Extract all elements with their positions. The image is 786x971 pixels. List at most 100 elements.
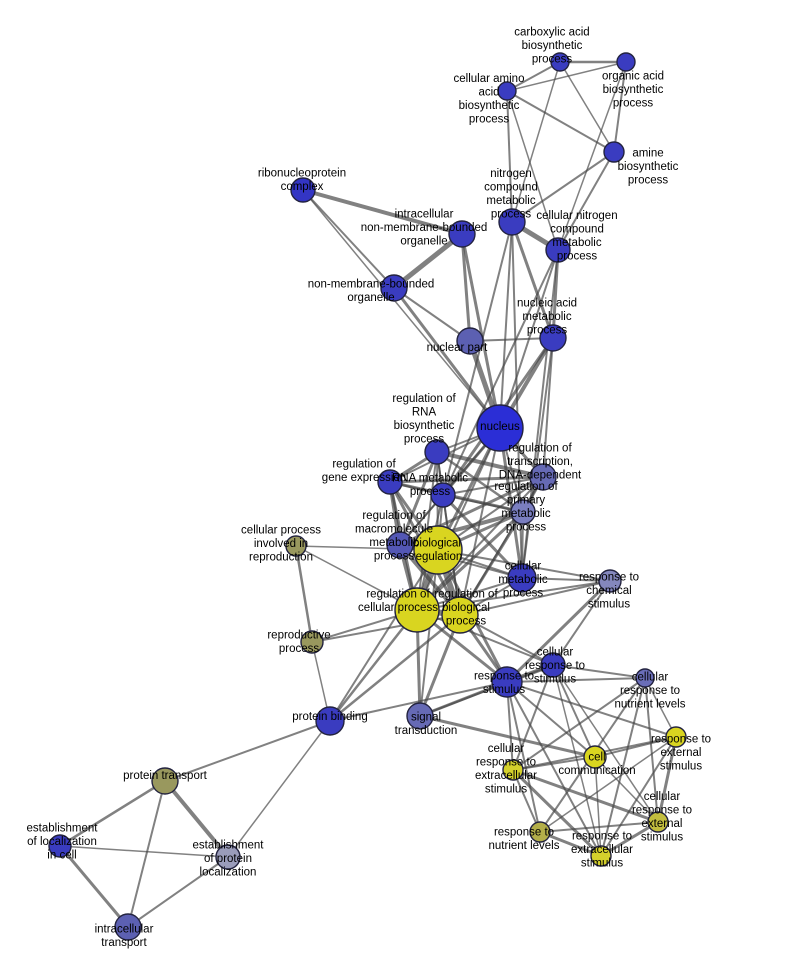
- node-response-to-extracellular-stimulus[interactable]: [590, 845, 612, 867]
- edge-cellular-response-to-extracellular-stimulus--response-to-nutrient-levels: [512, 769, 541, 833]
- edge-regulation-of-biological-process--protein-binding: [328, 613, 462, 723]
- edge-ribonucleoprotein-complex--non-membrane-bounded-organelle: [302, 189, 395, 289]
- edge-ribonucleoprotein-complex--intracellular-non-membrane-bounded-organelle: [301, 188, 464, 236]
- edge-protein-transport--establishment-of-localization-in-cell: [58, 779, 167, 848]
- node-protein-binding[interactable]: [315, 706, 345, 736]
- node-regulation-of-transcription-dna-dependent[interactable]: [529, 463, 557, 491]
- edge-regulation-of-rna-biosynthetic-process--regulation-of-macromolecule-metabolic-process: [398, 450, 439, 547]
- edge-response-to-stimulus--response-to-nutrient-levels: [506, 681, 541, 833]
- node-regulation-of-gene-expression[interactable]: [377, 469, 403, 495]
- node-response-to-stimulus[interactable]: [491, 666, 523, 698]
- edge-cellular-amino-acid-biosynthetic-process--cellular-nitrogen-compound-metabolic-process: [506, 90, 559, 251]
- node-cellular-response-to-nutrient-levels[interactable]: [635, 668, 655, 688]
- edge-carboxylic-acid-biosynthetic-process--nitrogen-compound-metabolic-process: [511, 61, 561, 223]
- edge-carboxylic-acid-biosynthetic-process--amine-biosynthetic-process: [559, 61, 615, 153]
- edge-establishment-of-localization-in-cell--intracellular-transport: [58, 844, 130, 929]
- node-nitrogen-compound-metabolic-process[interactable]: [498, 208, 526, 236]
- node-cellular-nitrogen-compound-metabolic-process[interactable]: [545, 237, 571, 263]
- node-non-membrane-bounded-organelle[interactable]: [380, 274, 408, 302]
- node-carboxylic-acid-biosynthetic-process[interactable]: [550, 52, 570, 72]
- edge-cellular-response-to-external-stimulus--response-to-extracellular-stimulus: [599, 820, 660, 858]
- edge-cellular-amino-acid-biosynthetic-process--amine-biosynthetic-process: [506, 90, 615, 153]
- edge-regulation-of-transcription-dna-dependent--regulation-of-gene-expression: [388, 475, 545, 484]
- edge-nitrogen-compound-metabolic-process--nucleic-acid-metabolic-process: [510, 220, 555, 340]
- node-rna-metabolic-process[interactable]: [430, 482, 456, 508]
- edge-cellular-response-to-nutrient-levels--response-to-external-stimulus: [644, 677, 677, 738]
- node-cell-communication[interactable]: [583, 745, 607, 769]
- edge-response-to-external-stimulus--response-to-nutrient-levels: [539, 736, 677, 833]
- edge-cellular-amino-acid-biosynthetic-process--nitrogen-compound-metabolic-process: [506, 90, 513, 223]
- node-biological-regulation[interactable]: [413, 525, 463, 575]
- node-cellular-metabolic-process[interactable]: [507, 563, 537, 593]
- edge-cell-communication--response-to-extracellular-stimulus: [594, 756, 602, 857]
- edge-cellular-response-to-nutrient-levels--cellular-response-to-extracellular-stimulus: [512, 677, 646, 771]
- edge-cellular-response-to-extracellular-stimulus--response-to-extracellular-stimulus: [511, 768, 603, 858]
- node-nuclear-part[interactable]: [456, 327, 484, 355]
- edge-rna-metabolic-process--regulation-of-primary-metabolic-process: [442, 494, 524, 513]
- node-ribonucleoprotein-complex[interactable]: [290, 177, 316, 203]
- node-organic-acid-biosynthetic-process[interactable]: [616, 52, 636, 72]
- edge-response-to-stimulus--response-to-extracellular-stimulus: [506, 681, 602, 857]
- edge-amine-biosynthetic-process--cellular-nitrogen-compound-metabolic-process: [557, 151, 615, 251]
- edge-cellular-response-to-nutrient-levels--cellular-response-to-external-stimulus: [644, 677, 659, 823]
- node-cellular-response-to-external-stimulus[interactable]: [647, 811, 669, 833]
- node-intracellular-transport[interactable]: [114, 913, 142, 941]
- node-reproductive-process[interactable]: [300, 630, 324, 654]
- edge-non-membrane-bounded-organelle--nuclear-part: [393, 287, 471, 342]
- edge-cellular-response-to-stimulus--cellular-response-to-extracellular-stimulus: [512, 664, 554, 771]
- node-regulation-of-biological-process[interactable]: [441, 596, 479, 634]
- edge-cellular-nitrogen-compound-metabolic-process--rna-metabolic-process: [442, 249, 559, 496]
- edge-organic-acid-biosynthetic-process--cellular-amino-acid-biosynthetic-process: [506, 61, 627, 92]
- node-regulation-of-rna-biosynthetic-process[interactable]: [424, 439, 450, 465]
- node-amine-biosynthetic-process[interactable]: [603, 141, 625, 163]
- edge-cellular-process-involved-in-reproduction--reproductive-process: [294, 544, 314, 644]
- edge-protein-transport--establishment-of-protein-localization: [163, 779, 230, 859]
- node-establishment-of-protein-localization[interactable]: [215, 844, 241, 870]
- node-signal-transduction[interactable]: [406, 702, 434, 730]
- node-establishment-of-localization-in-cell[interactable]: [48, 834, 72, 858]
- node-cellular-amino-acid-biosynthetic-process[interactable]: [497, 81, 517, 101]
- edge-regulation-of-primary-metabolic-process--regulation-of-biological-process: [458, 510, 525, 617]
- node-regulation-of-macromolecule-metabolic-process[interactable]: [386, 531, 414, 559]
- edge-protein-binding--establishment-of-protein-localization: [227, 720, 331, 858]
- node-regulation-of-cellular-process[interactable]: [394, 587, 440, 633]
- edge-cellular-response-to-external-stimulus--response-to-nutrient-levels: [539, 821, 659, 833]
- edge-response-to-nutrient-levels--response-to-extracellular-stimulus: [538, 830, 603, 858]
- edge-intracellular-non-membrane-bounded-organelle--nucleus: [460, 232, 502, 430]
- edge-response-to-chemical-stimulus--response-to-stimulus: [505, 579, 612, 684]
- edge-establishment-of-protein-localization--intracellular-transport: [127, 856, 229, 928]
- node-cellular-response-to-stimulus[interactable]: [540, 652, 566, 678]
- edge-response-to-external-stimulus--cellular-response-to-external-stimulus: [656, 735, 678, 824]
- edge-regulation-of-transcription-dna-dependent--rna-metabolic-process: [442, 476, 544, 496]
- edge-response-to-stimulus--response-to-external-stimulus: [506, 681, 677, 738]
- edge-nitrogen-compound-metabolic-process--nucleus: [499, 221, 513, 429]
- edge-nucleic-acid-metabolic-process--nuclear-part: [469, 337, 554, 342]
- nodes-layer: [48, 52, 687, 941]
- edge-establishment-of-localization-in-cell--establishment-of-protein-localization: [59, 845, 229, 858]
- edge-cell-communication--cellular-response-to-external-stimulus: [594, 756, 659, 823]
- edge-regulation-of-cellular-process--protein-binding: [328, 608, 419, 723]
- node-regulation-of-primary-metabolic-process[interactable]: [510, 499, 536, 525]
- edge-nucleic-acid-metabolic-process--regulation-of-transcription-dna-dependent: [542, 337, 554, 478]
- node-response-to-chemical-stimulus[interactable]: [598, 569, 622, 593]
- node-cellular-response-to-extracellular-stimulus[interactable]: [502, 759, 524, 781]
- node-nucleic-acid-metabolic-process[interactable]: [539, 324, 567, 352]
- edge-biological-regulation--signal-transduction: [419, 549, 439, 717]
- edge-cellular-response-to-extracellular-stimulus--cellular-response-to-external-stimulus: [511, 768, 660, 824]
- node-cellular-process-involved-in-reproduction[interactable]: [285, 535, 307, 557]
- node-protein-transport[interactable]: [151, 767, 179, 795]
- node-nucleus[interactable]: [476, 404, 524, 452]
- edge-protein-transport--intracellular-transport: [127, 780, 166, 928]
- node-response-to-nutrient-levels[interactable]: [529, 821, 551, 843]
- edge-response-to-stimulus--protein-binding: [329, 681, 508, 722]
- node-intracellular-non-membrane-bounded-organelle[interactable]: [448, 220, 476, 248]
- edge-cellular-response-to-stimulus--cellular-response-to-external-stimulus: [552, 664, 659, 823]
- edge-regulation-of-rna-biosynthetic-process--regulation-of-transcription-dna-dependent: [435, 450, 545, 479]
- node-response-to-external-stimulus[interactable]: [665, 726, 687, 748]
